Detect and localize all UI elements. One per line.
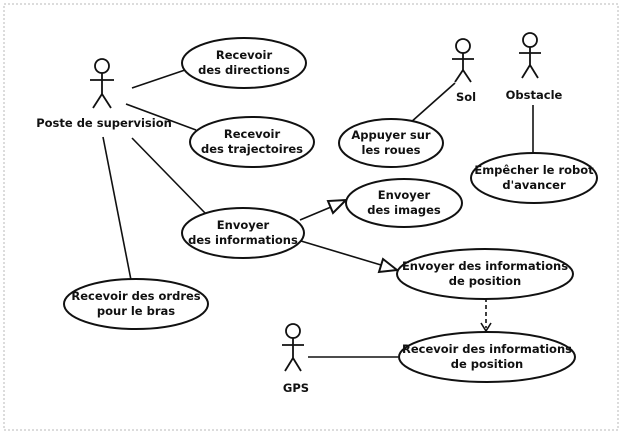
stick-figure-icon <box>519 32 541 79</box>
actor-label: Poste de supervision <box>36 116 172 130</box>
use-case-envoyer-informations: Envoyer des informations <box>181 207 305 259</box>
use-case-envoyer-images: Envoyer des images <box>345 178 463 228</box>
generalization-images-arrowhead <box>326 198 349 215</box>
association-supervision-trajectoires <box>125 103 197 131</box>
actor-label: Obstacle <box>506 88 563 102</box>
use-case-label-line: des informations <box>188 233 298 247</box>
associations <box>102 69 534 358</box>
use-case-label-line: Recevoir des informations <box>402 342 572 356</box>
association-supervision-directions <box>131 69 186 89</box>
use-case-label-line: Envoyer des informations <box>402 259 568 273</box>
use-case-label-line: Envoyer <box>217 218 270 232</box>
use-case-recevoir-trajectoires: Recevoir des trajectoires <box>189 116 315 168</box>
actor-label: GPS <box>283 381 309 395</box>
generalization-position-arrowhead <box>377 257 400 274</box>
association-supervision-ordres-bras <box>102 136 132 281</box>
actor-sol: Sol <box>452 38 476 104</box>
stick-figure-icon <box>282 323 304 372</box>
stick-figure-icon <box>452 38 474 83</box>
association-supervision-envoyer-infos <box>131 137 207 215</box>
use-case-appuyer-sol: Appuyer sur les roues <box>338 118 444 168</box>
dependency-arrowhead <box>480 322 492 333</box>
use-case-label-line: Recevoir des ordres <box>71 289 200 303</box>
use-case-label-line: des trajectoires <box>201 142 303 156</box>
use-case-recevoir-ordres-bras: Recevoir des ordres pour le bras <box>63 278 209 330</box>
association-sol-appuyer <box>409 82 456 124</box>
use-case-label-line: pour le bras <box>97 304 175 318</box>
use-case-recevoir-directions: Recevoir des directions <box>181 37 307 89</box>
use-case-label-line: Recevoir <box>224 127 281 141</box>
use-case-envoyer-position: Envoyer des informations de position <box>396 248 574 300</box>
use-case-label-line: Empêcher le robot <box>474 163 594 177</box>
stick-figure-icon <box>90 58 114 109</box>
use-case-label-line: de position <box>451 357 523 371</box>
actor-label: Sol <box>456 90 476 104</box>
use-case-label-line: de position <box>449 274 521 288</box>
dependency <box>480 298 492 333</box>
use-case-label-line: Envoyer <box>378 188 431 202</box>
actor-gps: GPS <box>282 323 309 395</box>
use-case-label-line: les roues <box>362 143 421 157</box>
use-case-empecher-robot: Empêcher le robot d'avancer <box>470 152 598 204</box>
use-case-recevoir-position: Recevoir des informations de position <box>398 331 576 383</box>
use-case-label-line: Recevoir <box>216 48 273 62</box>
generalization-position-shaft <box>300 240 382 266</box>
use-case-label-line: des directions <box>198 63 290 77</box>
actor-obstacle: Obstacle <box>506 32 563 102</box>
generalization-images-shaft <box>299 206 332 221</box>
generalizations <box>299 198 400 274</box>
use-case-label-line: Appuyer sur <box>351 128 431 142</box>
use-case-label-line: des images <box>367 203 441 217</box>
use-case-label-line: d'avancer <box>502 178 566 192</box>
actor-poste-supervision: Poste de supervision <box>36 58 172 130</box>
